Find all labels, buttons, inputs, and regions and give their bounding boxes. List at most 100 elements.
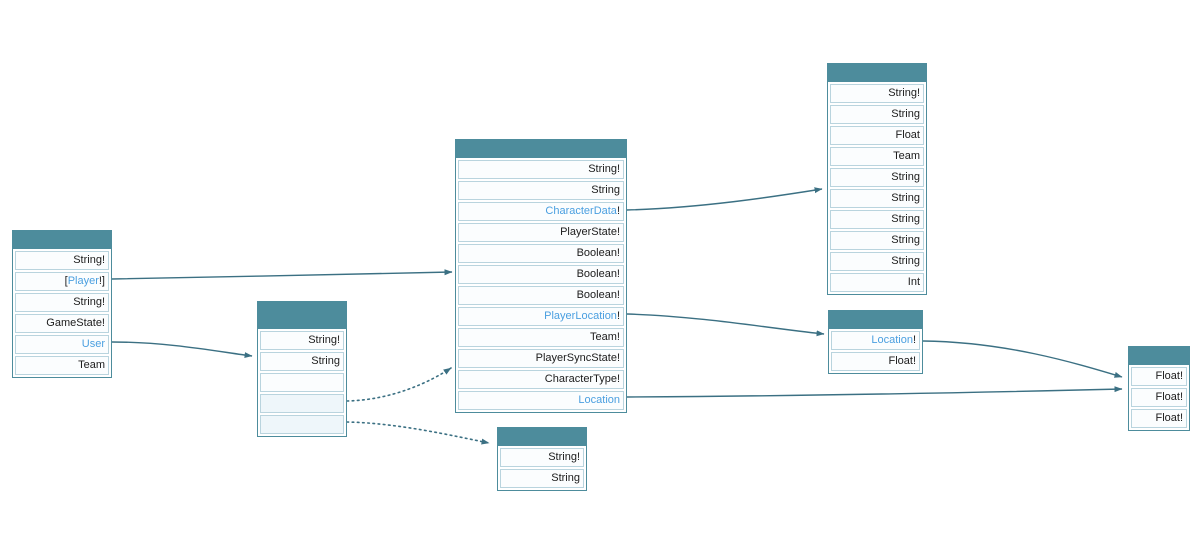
edge-user-player bbox=[346, 367, 452, 402]
field-row-player-team[interactable]: Team! bbox=[458, 328, 624, 347]
field-row-player-character[interactable]: CharacterData! bbox=[458, 202, 624, 221]
field-row-player-username[interactable]: String bbox=[458, 181, 624, 200]
table-header-characterdata[interactable] bbox=[828, 64, 926, 82]
edge-game-me bbox=[111, 341, 253, 359]
field-row-game-winingteam[interactable]: Team bbox=[15, 356, 109, 375]
field-type: Float! bbox=[1155, 370, 1183, 382]
field-row-game-id[interactable]: String! bbox=[15, 251, 109, 270]
field-row-player-isshooting[interactable]: Boolean! bbox=[458, 265, 624, 284]
edge-player-enteringbuildingposition bbox=[626, 386, 1123, 398]
field-row-player-isme[interactable]: Boolean! bbox=[458, 286, 624, 305]
field-row-characterdata-name[interactable]: String! bbox=[830, 84, 924, 103]
field-row-player-enteringbuildingposition[interactable]: Location bbox=[458, 391, 624, 410]
field-type: PlayerSyncState! bbox=[535, 352, 620, 364]
type-link-playerlocation[interactable]: PlayerLocation bbox=[544, 310, 617, 322]
field-row-user-username[interactable]: String bbox=[260, 352, 344, 371]
type-link-location[interactable]: Location bbox=[871, 334, 913, 346]
type-suffix: ! bbox=[616, 310, 620, 322]
table-header-location[interactable] bbox=[1129, 347, 1189, 365]
field-row-characterdata-scale[interactable]: Float bbox=[830, 126, 924, 145]
field-type: String bbox=[891, 234, 920, 246]
field-row-characterdata-fixedheight[interactable]: Int bbox=[830, 273, 924, 292]
field-type: Float bbox=[895, 129, 920, 141]
implementation-row-player[interactable] bbox=[260, 394, 344, 413]
field-type: Boolean! bbox=[576, 268, 620, 280]
field-row-game-gamecode[interactable]: String! bbox=[15, 293, 109, 312]
field-row-player-iscrawling[interactable]: Boolean! bbox=[458, 244, 624, 263]
implementation-row-viewer[interactable] bbox=[260, 415, 344, 434]
field-row-playerlocation-location[interactable]: Location! bbox=[831, 331, 920, 350]
field-row-location-x[interactable]: Float! bbox=[1131, 367, 1187, 386]
field-type: String! bbox=[308, 334, 340, 346]
field-type: CharacterData! bbox=[545, 203, 620, 220]
field-row-characterdata-model[interactable]: String bbox=[830, 105, 924, 124]
field-row-player-type[interactable]: CharacterType! bbox=[458, 370, 624, 389]
field-type: Team bbox=[78, 359, 105, 371]
field-row-characterdata-description[interactable]: String bbox=[830, 189, 924, 208]
field-row-characterdata-iconurl[interactable]: String bbox=[830, 231, 924, 250]
field-type: String! bbox=[73, 296, 105, 308]
field-type: Location bbox=[578, 392, 620, 409]
field-row-characterdata-team[interactable]: Team bbox=[830, 147, 924, 166]
field-type: String bbox=[891, 255, 920, 267]
field-type: String bbox=[891, 108, 920, 120]
table-header-player[interactable] bbox=[456, 140, 626, 158]
type-suffix: !] bbox=[98, 275, 105, 287]
field-row-playerlocation-heading[interactable]: Float! bbox=[831, 352, 920, 371]
section-label-implementations bbox=[260, 373, 344, 392]
table-header-viewer[interactable] bbox=[498, 428, 586, 446]
edge-player-currentlocation bbox=[626, 313, 825, 337]
field-type: Boolean! bbox=[576, 289, 620, 301]
field-type: String bbox=[891, 213, 920, 225]
edge-player-character bbox=[626, 187, 823, 211]
field-row-characterdata-imageurl[interactable]: String bbox=[830, 168, 924, 187]
field-row-game-players[interactable]: [Player!] bbox=[15, 272, 109, 291]
field-row-player-id[interactable]: String! bbox=[458, 160, 624, 179]
field-type: Boolean! bbox=[576, 247, 620, 259]
table-playerlocation[interactable]: Location! Float! bbox=[828, 310, 923, 374]
field-type: String! bbox=[548, 451, 580, 463]
type-link-player[interactable]: Player bbox=[67, 275, 99, 287]
field-type: String bbox=[311, 355, 340, 367]
field-type: Float! bbox=[888, 355, 916, 367]
field-type: String! bbox=[888, 87, 920, 99]
relationship-edges bbox=[111, 187, 1123, 445]
edge-game-players bbox=[111, 269, 453, 280]
table-header-playerlocation[interactable] bbox=[829, 311, 922, 329]
field-type: String bbox=[891, 192, 920, 204]
field-row-user-id[interactable]: String! bbox=[260, 331, 344, 350]
field-type: PlayerLocation! bbox=[544, 308, 620, 325]
field-row-viewer-username[interactable]: String bbox=[500, 469, 584, 488]
table-header-user[interactable] bbox=[258, 302, 346, 329]
type-link-location[interactable]: Location bbox=[578, 394, 620, 406]
table-viewer[interactable]: String! String bbox=[497, 427, 587, 491]
type-link-user[interactable]: User bbox=[81, 338, 105, 350]
field-row-player-state[interactable]: PlayerState! bbox=[458, 223, 624, 242]
field-type: String bbox=[591, 184, 620, 196]
field-type: Float! bbox=[1155, 391, 1183, 403]
field-type: PlayerState! bbox=[560, 226, 620, 238]
table-header-game[interactable] bbox=[13, 231, 111, 249]
field-row-game-state[interactable]: GameState! bbox=[15, 314, 109, 333]
field-row-characterdata-portraiturl[interactable]: String bbox=[830, 210, 924, 229]
field-row-characterdata-icondeadurl[interactable]: String bbox=[830, 252, 924, 271]
field-row-game-me[interactable]: User bbox=[15, 335, 109, 354]
field-type: CharacterType! bbox=[544, 373, 620, 385]
field-row-player-syncstate[interactable]: PlayerSyncState! bbox=[458, 349, 624, 368]
field-type: String bbox=[891, 171, 920, 183]
field-type: String! bbox=[588, 163, 620, 175]
field-row-player-currentlocation[interactable]: PlayerLocation! bbox=[458, 307, 624, 326]
table-user[interactable]: String! String bbox=[257, 301, 347, 437]
field-type: Float! bbox=[1155, 412, 1183, 424]
type-link-characterdata[interactable]: CharacterData bbox=[545, 205, 617, 217]
table-location[interactable]: Float! Float! Float! bbox=[1128, 346, 1190, 431]
field-type: String! bbox=[73, 254, 105, 266]
field-row-location-z[interactable]: Float! bbox=[1131, 409, 1187, 428]
field-row-location-y[interactable]: Float! bbox=[1131, 388, 1187, 407]
field-row-viewer-id[interactable]: String! bbox=[500, 448, 584, 467]
field-type: GameState! bbox=[46, 317, 105, 329]
